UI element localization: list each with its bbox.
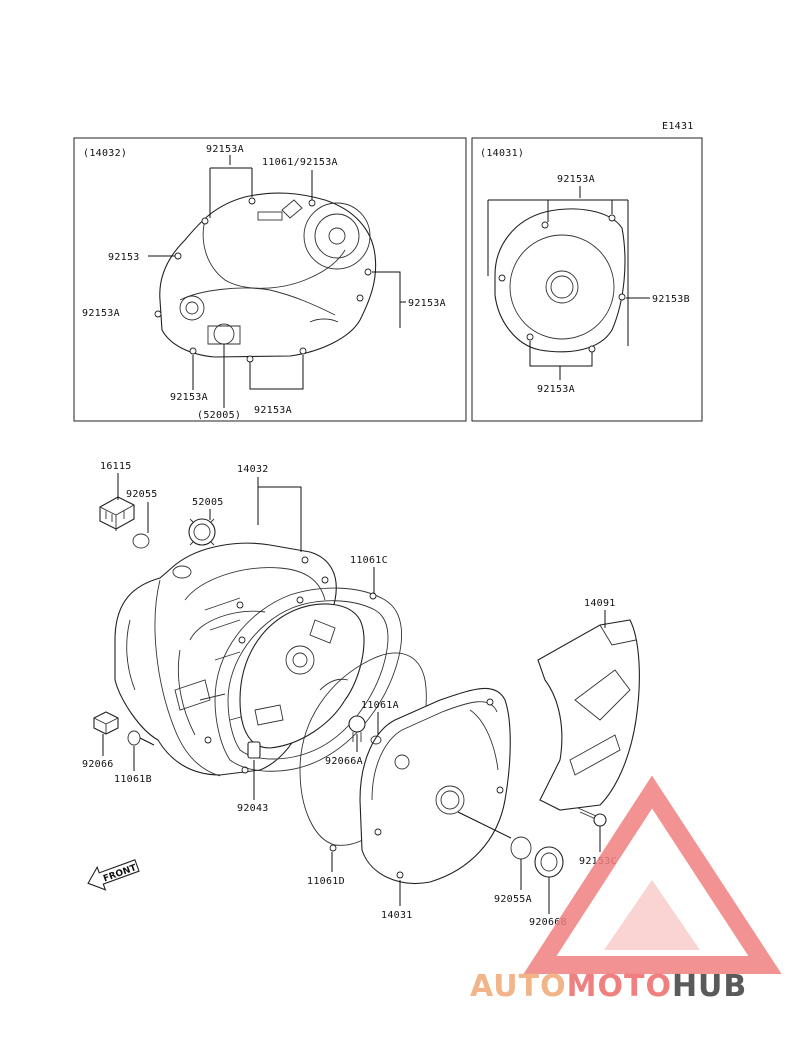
label-11061C: 11061C: [350, 555, 388, 566]
watermark-moto: MOTO: [567, 969, 672, 1004]
label-16115: 16115: [100, 461, 132, 472]
inset-right: (14031) 92153A 92153B 92153A: [471, 137, 703, 422]
part-14031: [359, 687, 511, 884]
label-92153: 92153: [108, 252, 140, 263]
part-14091: [537, 619, 640, 811]
watermark-auto: AUTO: [470, 969, 567, 1004]
part-92055A: [510, 836, 532, 860]
part-92055: [132, 533, 150, 549]
clutch-cover-outline: [154, 192, 377, 363]
label-14032: 14032: [237, 464, 269, 475]
inset-left: (14032): [73, 137, 467, 422]
label-92153A-top: 92153A: [206, 144, 244, 155]
part-11061A: [370, 735, 382, 745]
part-92066: [93, 711, 119, 735]
label-92055A: 92055A: [494, 894, 532, 905]
label-92066A: 92066A: [325, 756, 363, 767]
label-92066: 92066: [82, 759, 114, 770]
watermark-triangle-icon: [523, 775, 782, 974]
label-11061-92153A: 11061/92153A: [262, 157, 338, 168]
label-92153A-bottom: 92153A: [254, 405, 292, 416]
label-92153A-r-top: 92153A: [557, 174, 595, 185]
label-14031: 14031: [381, 910, 413, 921]
part-92066A: [348, 715, 366, 742]
crankcase-inner: [239, 603, 365, 749]
front-arrow: FRONT: [87, 859, 140, 891]
label-14091: 14091: [584, 598, 616, 609]
label-52005-ref: (52005): [197, 410, 241, 421]
inset-right-title: (14031): [480, 148, 524, 159]
watermark-hub: HUB: [672, 969, 747, 1004]
part-92066B: [534, 846, 564, 878]
label-92055: 92055: [126, 489, 158, 500]
inset-left-frame: [73, 137, 467, 422]
inset-left-title: (14032): [83, 148, 127, 159]
label-92066B: 92066B: [529, 917, 567, 928]
inset-right-frame: [471, 137, 703, 422]
label-92153A-right: 92153A: [408, 298, 446, 309]
label-92153A-r-bottom: 92153A: [537, 384, 575, 395]
part-92153C: [577, 807, 607, 827]
label-92153A-bottom-left: 92153A: [170, 392, 208, 403]
label-11061A: 11061A: [361, 700, 399, 711]
label-11061B: 11061B: [114, 774, 152, 785]
part-11061B: [127, 730, 141, 746]
label-92153A-left: 92153A: [82, 308, 120, 319]
part-92043: [247, 741, 261, 759]
watermark-text: AUTOMOTOHUB: [470, 969, 747, 1004]
diagram-code: E1431: [662, 121, 694, 132]
part-52005: [188, 518, 216, 546]
label-52005: 52005: [192, 497, 224, 508]
watermark: AUTOMOTOHUB: [470, 775, 782, 1004]
exploded-view: 16115 92055 52005: [82, 461, 640, 928]
part-16115: [99, 496, 135, 531]
part-11061C: [214, 587, 403, 772]
label-11061D: 11061D: [307, 876, 345, 887]
label-92043: 92043: [237, 803, 269, 814]
label-92153B: 92153B: [652, 294, 690, 305]
generator-cover-outline: [494, 208, 626, 353]
